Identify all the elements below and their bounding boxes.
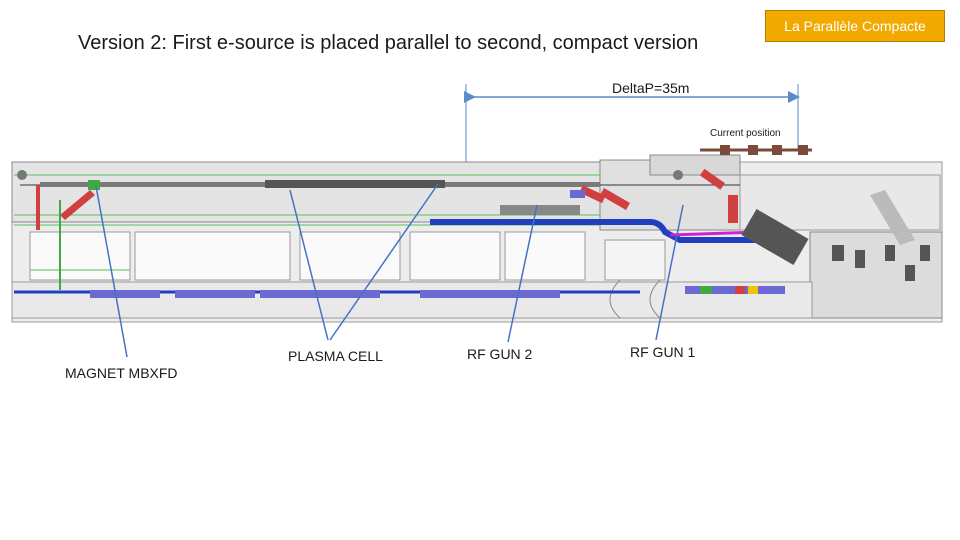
callout-rf-gun-2-label: RF GUN 2 xyxy=(467,346,533,362)
beamline-components xyxy=(14,145,930,298)
callout-magnet-label: MAGNET MBXFD xyxy=(65,365,178,381)
current-position-label: Current position xyxy=(710,128,781,139)
page-title: Version 2: First e-source is placed para… xyxy=(78,32,699,54)
callout-rf-gun-1-label: RF GUN 1 xyxy=(630,344,696,360)
version-badge: La Parallèle Compacte xyxy=(765,10,945,42)
callout-plasma-cell-label: PLASMA CELL xyxy=(288,348,383,364)
dimension-label: DeltaP=35m xyxy=(612,80,690,96)
callout-lines xyxy=(95,183,684,358)
